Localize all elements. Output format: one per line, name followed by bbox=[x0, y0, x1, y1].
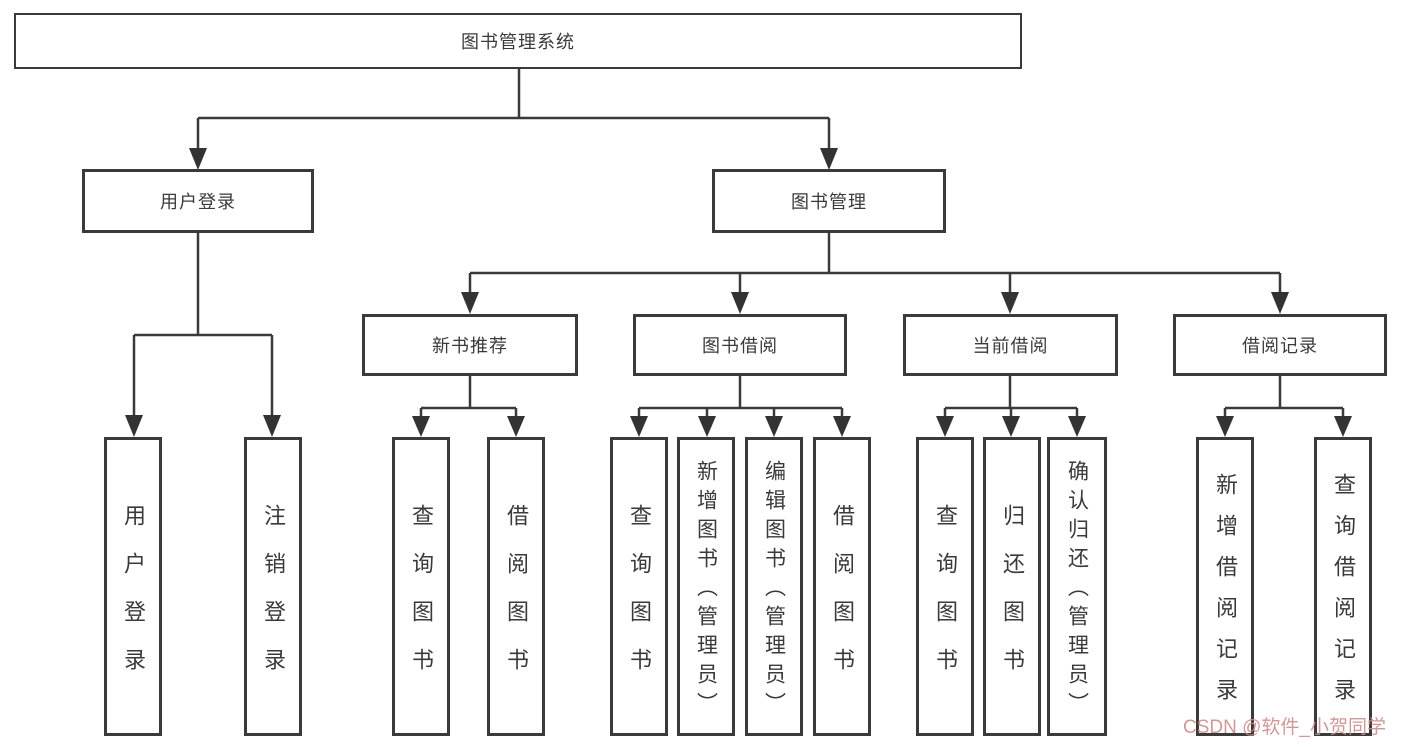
node-label: 图书借阅 bbox=[702, 336, 778, 356]
node-label: 编辑图书（管理员） bbox=[762, 460, 786, 721]
node-label: 确认归还（管理员） bbox=[1065, 460, 1089, 721]
node-label: 查询借阅记录 bbox=[1331, 473, 1356, 719]
node-search-borrow-record: 查询借阅记录 bbox=[1314, 437, 1372, 736]
node-label: 用户登录 bbox=[160, 192, 236, 212]
node-label: 借阅图书 bbox=[504, 503, 529, 696]
node-search-books-1: 查询图书 bbox=[392, 437, 450, 736]
node-add-borrow-record: 新增借阅记录 bbox=[1196, 437, 1254, 736]
node-confirm-return-admin: 确认归还（管理员） bbox=[1047, 437, 1107, 736]
node-label: 注销登录 bbox=[261, 503, 286, 696]
node-borrow-books-2: 借阅图书 bbox=[813, 437, 871, 736]
node-return-books: 归还图书 bbox=[983, 437, 1041, 736]
node-label: 新书推荐 bbox=[432, 336, 508, 356]
node-borrow-books-1: 借阅图书 bbox=[487, 437, 545, 736]
node-label: 当前借阅 bbox=[972, 336, 1049, 356]
node-label: 新增借阅记录 bbox=[1213, 473, 1238, 719]
node-label: 用户登录 bbox=[121, 503, 146, 696]
node-label: 查询图书 bbox=[409, 503, 434, 696]
node-logout: 注销登录 bbox=[244, 437, 302, 736]
node-add-books-admin: 新增图书（管理员） bbox=[677, 437, 735, 736]
node-label: 新增图书（管理员） bbox=[694, 460, 718, 721]
node-label: 图书管理 bbox=[791, 192, 867, 212]
node-new-book-recommend: 新书推荐 bbox=[362, 314, 578, 376]
node-label: 借阅记录 bbox=[1242, 336, 1318, 356]
node-search-books-3: 查询图书 bbox=[916, 437, 974, 736]
node-label: 查询图书 bbox=[627, 503, 652, 696]
csdn-watermark: CSDN @软件_小贺同学 bbox=[1183, 717, 1386, 738]
node-label: 图书管理系统 bbox=[461, 32, 575, 52]
node-book-borrow: 图书借阅 bbox=[633, 314, 847, 376]
node-user-login-leaf: 用户登录 bbox=[104, 437, 162, 736]
node-book-management: 图书管理 bbox=[712, 169, 946, 233]
node-borrow-record: 借阅记录 bbox=[1173, 314, 1387, 376]
node-label: 归还图书 bbox=[1000, 503, 1025, 696]
node-current-borrow: 当前借阅 bbox=[903, 314, 1118, 376]
node-label: 借阅图书 bbox=[830, 503, 855, 696]
node-label: 查询图书 bbox=[933, 503, 958, 696]
node-search-books-2: 查询图书 bbox=[610, 437, 668, 736]
node-library-system: 图书管理系统 bbox=[14, 13, 1022, 69]
node-edit-books-admin: 编辑图书（管理员） bbox=[745, 437, 803, 736]
node-user-login: 用户登录 bbox=[82, 169, 314, 233]
